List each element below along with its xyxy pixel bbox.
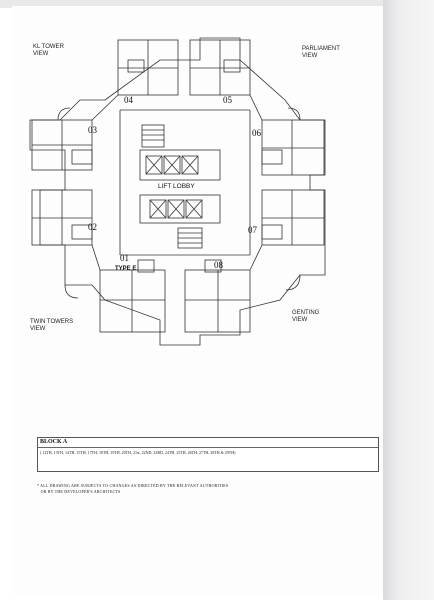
unit-08-label: 08 [214, 260, 223, 270]
unit-01-label: 01 [120, 253, 129, 263]
block-floors-list: ( 12TH, 13TH, 14TH, 15TH, 17TH, 18TH, 19… [40, 450, 236, 455]
disclaimer-note: * ALL DRAWING ARE SUBJECTS TO CHANGES AS… [37, 483, 229, 494]
kl-tower-view-label: KL TOWER VIEW [33, 44, 64, 57]
type-e-label: TYPE E [115, 266, 137, 272]
unit-07-label: 07 [248, 225, 257, 235]
parliament-view-label: PARLIAMENT VIEW [302, 46, 340, 59]
page-edge-shadow [383, 0, 434, 600]
unit-06-label: 06 [252, 128, 261, 138]
block-info-table: BLOCK A ( 12TH, 13TH, 14TH, 15TH, 17TH, … [37, 437, 379, 472]
unit-05-label: 05 [223, 95, 232, 105]
unit-02-label: 02 [88, 222, 97, 232]
genting-view-label: GENTING VIEW [292, 310, 320, 323]
lift-lobby-label: LIFT LOBBY [158, 183, 195, 190]
twin-towers-view-label: TWIN TOWERS VIEW [30, 319, 74, 332]
unit-03-label: 03 [88, 125, 97, 135]
block-title: BLOCK A [40, 439, 68, 445]
scan-top-edge [0, 0, 434, 8]
block-divider [38, 447, 378, 448]
unit-04-label: 04 [124, 95, 133, 105]
